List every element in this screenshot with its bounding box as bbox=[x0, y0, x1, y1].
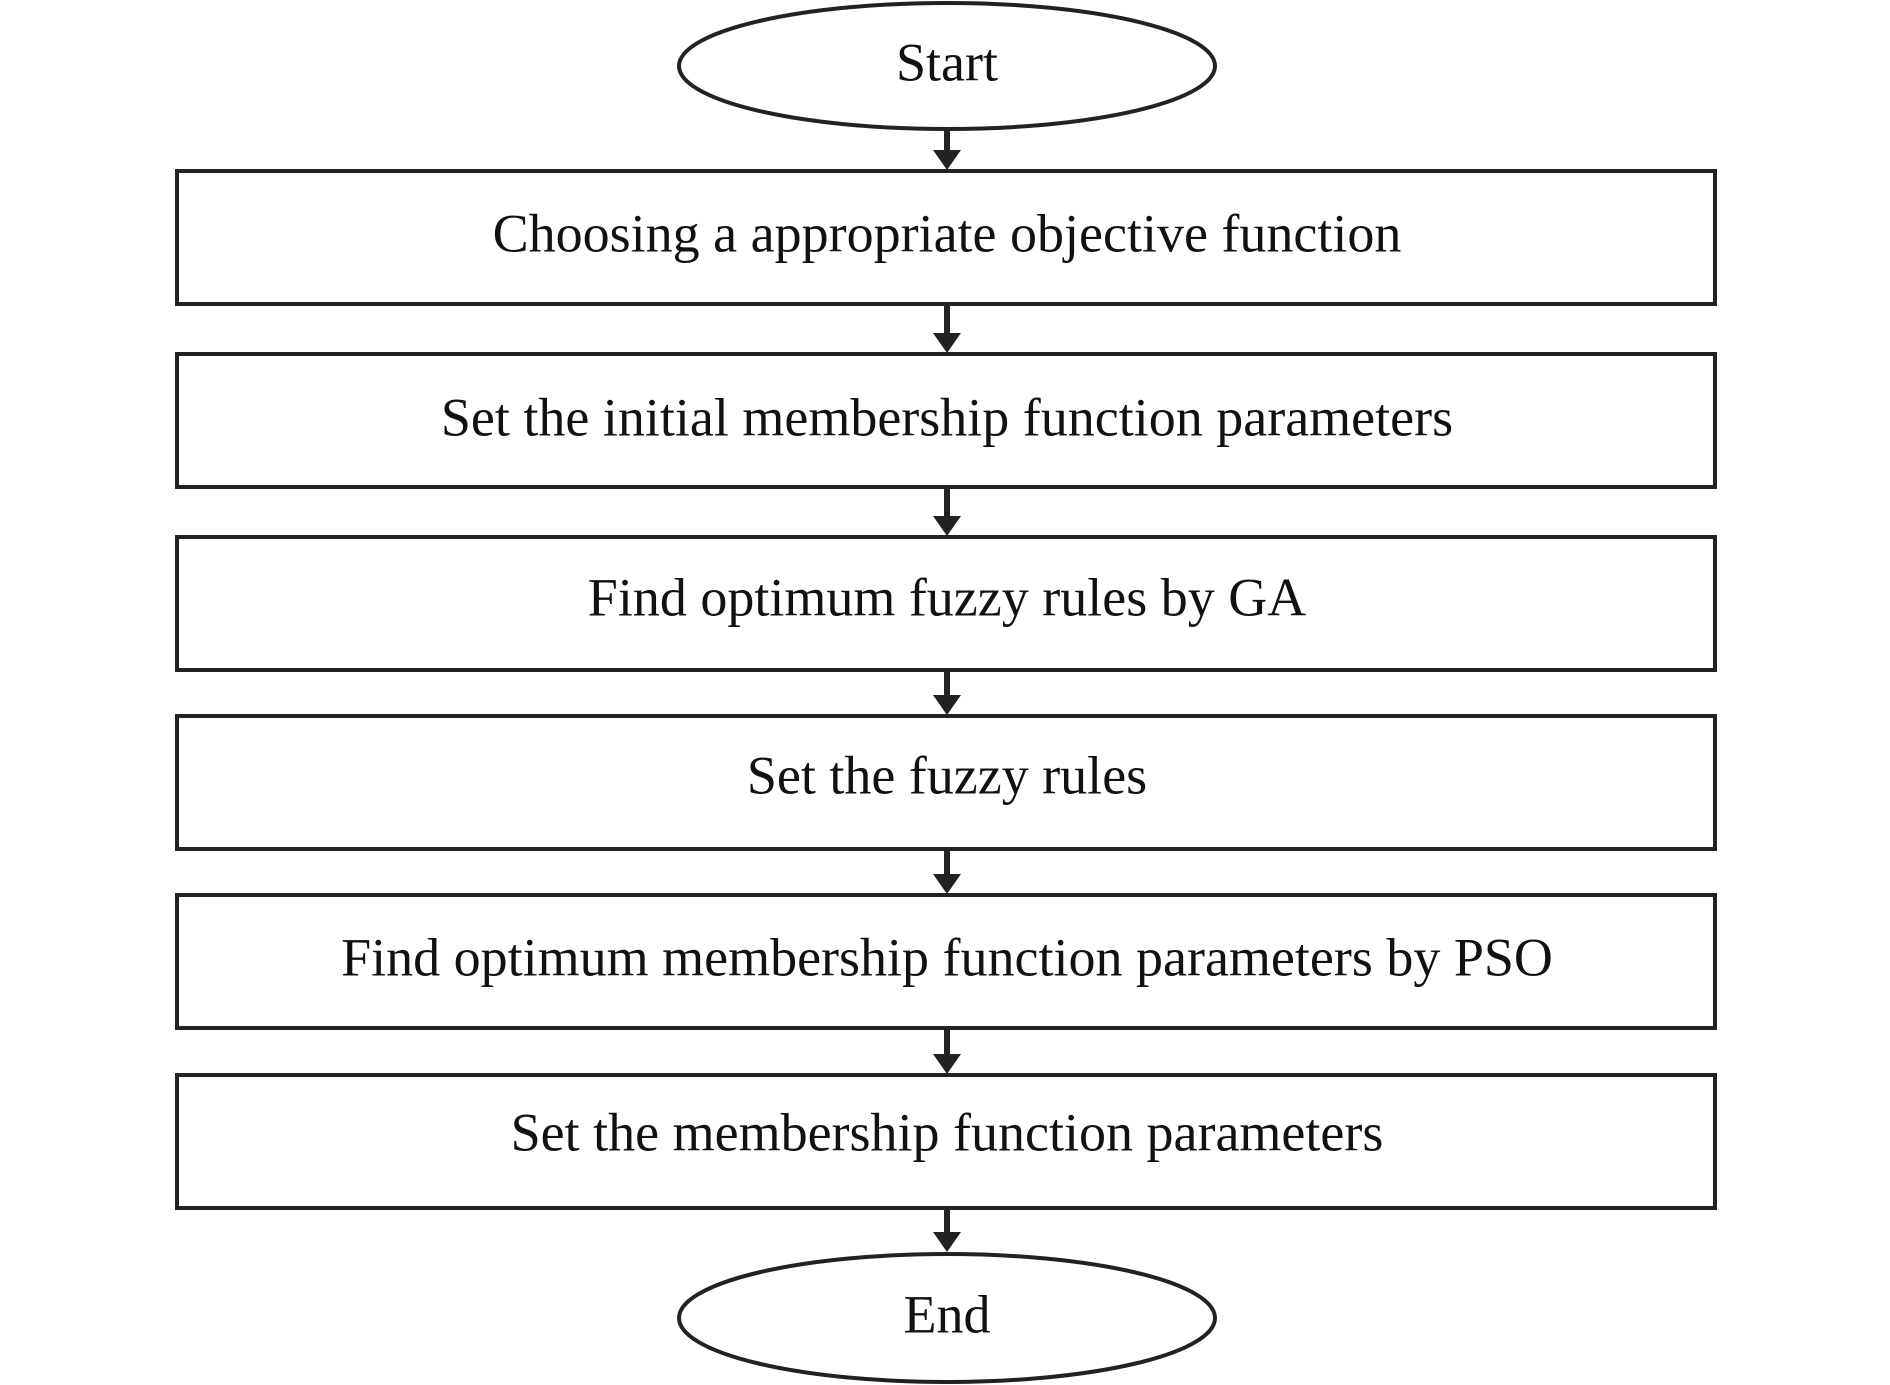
start-terminal: Start bbox=[677, 1, 1217, 131]
end-ellipse bbox=[677, 1252, 1217, 1384]
arrow-step-6-to-end bbox=[933, 1208, 961, 1252]
step-4-rect bbox=[175, 714, 1717, 851]
step-6-label: Set the membership function parameters bbox=[511, 1102, 1384, 1162]
start-label: Start bbox=[896, 32, 998, 92]
arrow-step-1-to-step-2 bbox=[933, 304, 961, 353]
step-4-box: Set the fuzzy rules bbox=[175, 714, 1717, 851]
step-1-rect bbox=[175, 169, 1717, 306]
arrow-step-2-to-step-3 bbox=[933, 487, 961, 536]
end-label: End bbox=[904, 1284, 991, 1344]
step-5-label: Find optimum membership function paramet… bbox=[341, 927, 1553, 987]
arrow-start-to-step-1 bbox=[933, 129, 961, 170]
step-5-rect bbox=[175, 893, 1717, 1030]
step-3-label: Find optimum fuzzy rules by GA bbox=[588, 567, 1306, 627]
step-5-box: Find optimum membership function paramet… bbox=[175, 893, 1717, 1030]
arrow-step-5-to-step-6 bbox=[933, 1028, 961, 1074]
step-6-box: Set the membership function parameters bbox=[175, 1073, 1717, 1210]
step-1-label: Choosing a appropriate objective functio… bbox=[493, 203, 1402, 263]
step-6-rect bbox=[175, 1073, 1717, 1210]
arrow-step-4-to-step-5 bbox=[933, 849, 961, 894]
arrow-step-3-to-step-4 bbox=[933, 670, 961, 715]
step-1-box: Choosing a appropriate objective functio… bbox=[175, 169, 1717, 306]
step-4-label: Set the fuzzy rules bbox=[747, 745, 1147, 805]
step-2-box: Set the initial membership function para… bbox=[175, 352, 1717, 489]
step-3-box: Find optimum fuzzy rules by GA bbox=[175, 535, 1717, 672]
end-terminal: End bbox=[677, 1252, 1217, 1384]
step-3-rect bbox=[175, 535, 1717, 672]
step-2-label: Set the initial membership function para… bbox=[441, 387, 1453, 447]
